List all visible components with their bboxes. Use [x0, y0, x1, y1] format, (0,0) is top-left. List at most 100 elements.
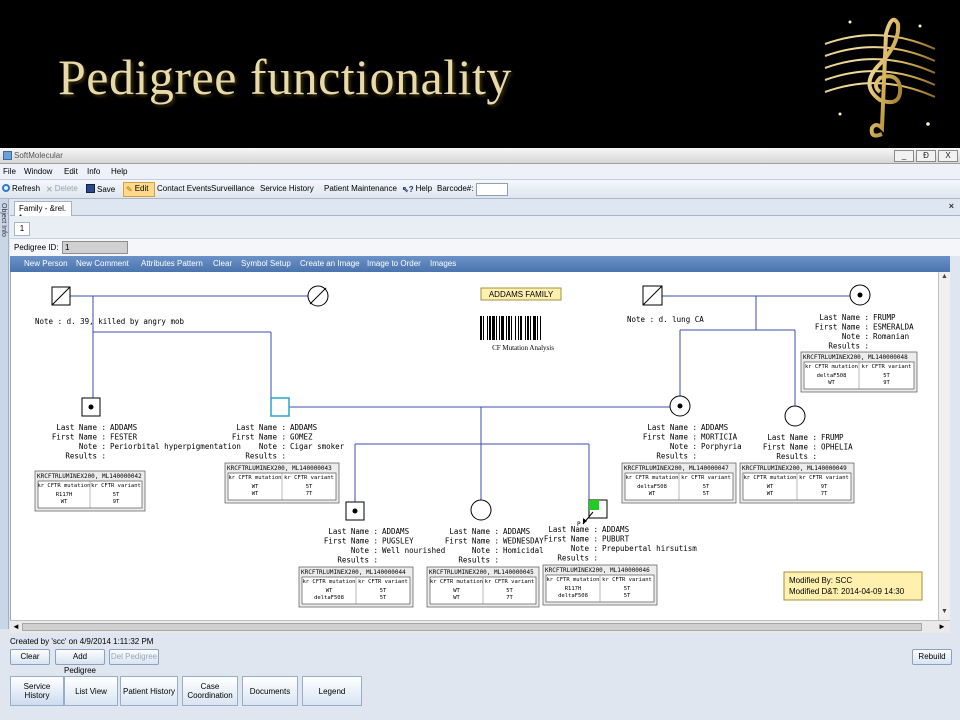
person-field-label: First Name : [763, 443, 817, 452]
pugsley-carrier-male[interactable] [345, 501, 365, 521]
gomez-proband-male[interactable] [270, 397, 290, 417]
result-report-id: KRCFTRLUMINEX200, ML140000043 [227, 465, 332, 472]
edit-button[interactable]: ✎Edit [126, 184, 149, 194]
menu-edit[interactable]: Edit [64, 167, 78, 176]
refresh-button[interactable]: Refresh [2, 184, 40, 193]
result-mutation-cell: WT [252, 484, 259, 490]
fester-carrier-male[interactable] [81, 397, 101, 417]
help-button[interactable]: ⇖?Help [402, 184, 433, 194]
result-header: kr CFTR mutation [547, 577, 600, 583]
image-to-order-command[interactable]: Image to Order [367, 259, 421, 268]
save-disk-icon [86, 184, 95, 193]
document-tab-bar: Family - &rel. * × [10, 199, 960, 222]
new-person-command[interactable]: New Person [24, 259, 68, 268]
person-field-label: First Name : [544, 535, 598, 544]
delete-button[interactable]: ✕Delete [46, 184, 78, 194]
scroll-left-icon[interactable]: ◄ [12, 622, 20, 631]
patient-maintenance-button[interactable]: Patient Maintenance [324, 184, 397, 193]
result-header: kr CFTR variant [358, 579, 408, 585]
grandfather-left-deceased-male[interactable] [51, 286, 71, 306]
del-pedigree-button[interactable]: Del Pedigree [109, 649, 159, 665]
tab-page-1[interactable]: 1 [14, 222, 30, 236]
esmeralda-carrier-female[interactable] [849, 284, 871, 306]
result-mutation-cell: deltaF508 [637, 484, 667, 490]
maximize-button[interactable]: Ɖ [916, 150, 936, 162]
result-mutation-cell: WT [61, 499, 68, 505]
tab-patient-history[interactable]: Patient History [120, 676, 178, 706]
clear-command[interactable]: Clear [213, 259, 233, 268]
person-field-label: First Name : [643, 433, 697, 442]
tab-documents[interactable]: Documents [242, 676, 298, 706]
pencil-icon: ✎ [126, 185, 133, 194]
tab-family-rel[interactable]: Family - &rel. * [14, 201, 72, 222]
person-field-value: Romanian [873, 332, 909, 341]
person-field-label: Note : [472, 546, 499, 555]
person-field-label: Last Name : [449, 527, 499, 536]
images-command[interactable]: Images [430, 259, 457, 268]
tab-service-history[interactable]: Service History [10, 676, 64, 706]
person-field-value: Periorbital hyperpigmentation [110, 442, 241, 451]
surveillance-button[interactable]: Surveillance [211, 184, 255, 193]
person-field-label: Note : [842, 332, 869, 341]
result-report-id: KRCFTRLUMINEX200, ML140000044 [301, 569, 406, 576]
minimize-button[interactable]: _ [894, 150, 914, 162]
vertical-scrollbar[interactable]: ▲ ▼ [938, 272, 950, 620]
wednesday-female[interactable] [470, 499, 492, 521]
barcode-bar [496, 316, 497, 340]
result-variant-cell: 5T [380, 595, 387, 601]
scroll-up-icon[interactable]: ▲ [941, 273, 948, 280]
contact-events-button[interactable]: Contact Events [157, 184, 212, 193]
pedigree-canvas[interactable]: Note : d. 39, killed by angry mob ADDAMS… [10, 272, 938, 620]
result-header: kr CFTR mutation [303, 579, 356, 585]
morticia-carrier-female[interactable] [669, 395, 691, 417]
close-button[interactable]: X [938, 150, 958, 162]
pubert-affected-male[interactable] [582, 499, 608, 525]
result-header: kr CFTR mutation [430, 579, 483, 585]
add-pedigree-button[interactable]: Add Pedigree [55, 649, 105, 675]
new-comment-command[interactable]: New Comment [76, 259, 129, 268]
create-image-command[interactable]: Create an Image [300, 259, 360, 268]
edit-active-highlight [123, 182, 155, 197]
close-tab-icon[interactable]: × [948, 201, 954, 211]
result-header: kr CFTR variant [681, 475, 731, 481]
result-header: kr CFTR mutation [38, 483, 91, 489]
horizontal-scroll-thumb[interactable] [22, 623, 922, 631]
scroll-down-icon[interactable]: ▼ [941, 608, 948, 615]
clear-button[interactable]: Clear [10, 649, 50, 665]
tab-list-view[interactable]: List View [64, 676, 118, 706]
scroll-right-icon[interactable]: ► [938, 622, 946, 631]
barcode-bar [492, 316, 495, 340]
menu-file[interactable]: File [3, 167, 16, 176]
menu-window[interactable]: Window [24, 167, 53, 176]
person-field-value: FESTER [110, 433, 138, 442]
symbol-setup-command[interactable]: Symbol Setup [241, 259, 291, 268]
person-field-label: Last Name : [56, 423, 106, 432]
menu-info[interactable]: Info [87, 167, 101, 176]
ophelia-female[interactable] [784, 405, 806, 427]
menu-help[interactable]: Help [111, 167, 128, 176]
object-info-side-tab[interactable]: Object Info [0, 199, 9, 629]
window-title: SoftMolecular [14, 151, 63, 160]
person-field-label: Last Name : [647, 423, 697, 432]
tab-case-coordination[interactable]: Case Coordination [182, 676, 238, 706]
service-history-button[interactable]: Service History [260, 184, 314, 193]
person-field-value: ADDAMS [503, 527, 531, 536]
modified-by: Modified By: SCC [789, 576, 852, 585]
pedigree-id-field[interactable]: 1 [62, 241, 128, 254]
attributes-pattern-command[interactable]: Attributes Pattern [141, 259, 203, 268]
person-field-label: Last Name : [819, 313, 869, 322]
grandfather-right-deceased-male[interactable] [642, 285, 663, 306]
person-field-label: Results : [458, 556, 499, 565]
horizontal-scrollbar[interactable]: ◄ ► [10, 620, 950, 633]
result-report-id: KRCFTRLUMINEX200, ML140000047 [624, 465, 729, 472]
barcode-input[interactable] [476, 183, 508, 196]
person-field-label: Note : [670, 442, 697, 451]
tab-legend[interactable]: Legend [302, 676, 362, 706]
softmolecular-window: SoftMolecular _ Ɖ X File Window Edit Inf… [0, 148, 960, 720]
barcode-bar [511, 316, 512, 340]
grandmother-left-deceased-female[interactable] [307, 285, 329, 307]
rebuild-button[interactable]: Rebuild [912, 649, 952, 665]
barcode-bar [525, 316, 526, 340]
save-button[interactable]: Save [86, 184, 115, 194]
